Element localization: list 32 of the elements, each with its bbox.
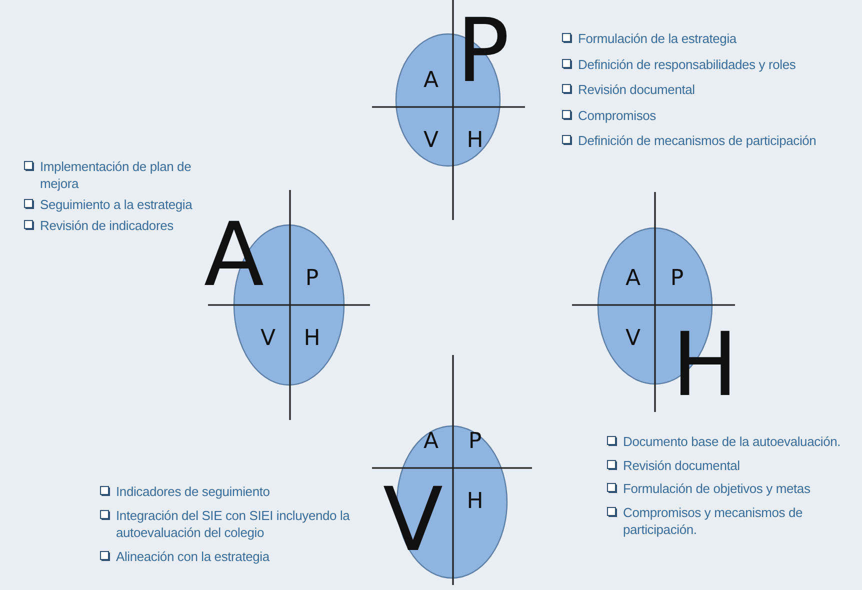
quadrant-letter: V bbox=[423, 130, 439, 152]
list-item-text: Formulación de la estrategia bbox=[578, 30, 736, 47]
quadrant-letter: H bbox=[304, 328, 320, 350]
list-item-text: Revisión de indicadores bbox=[40, 217, 174, 234]
quadrant-circle bbox=[372, 0, 525, 220]
quadrant-letter: H bbox=[466, 491, 484, 513]
list-item-text: Revisión documental bbox=[623, 456, 740, 474]
quadrant-letter: P bbox=[670, 268, 684, 290]
list-item-text: Formulación de objetivos y metas bbox=[623, 480, 810, 497]
list-item-text: Integración del SIE con SIEI incluyendo la autoevaluación del colegio bbox=[116, 507, 350, 541]
quadrant-letter: A bbox=[423, 70, 439, 92]
list-item-text: Seguimiento a la estrategia bbox=[40, 196, 192, 213]
list-item-text: Implementación de plan de mejora bbox=[40, 158, 192, 192]
quadrant-letter: P bbox=[305, 268, 319, 290]
list-item-text: Revisión documental bbox=[578, 81, 695, 98]
quadrant-letter: V bbox=[260, 328, 276, 350]
quadrant-circle bbox=[372, 355, 532, 585]
quadrant-letter: A bbox=[625, 268, 641, 290]
quadrant-letter: V bbox=[625, 328, 641, 350]
quadrant-letter: A bbox=[423, 431, 439, 453]
list-item-text: Alineación con la estrategia bbox=[116, 548, 270, 565]
quadrant-letter: H bbox=[466, 130, 484, 152]
quadrant-circle bbox=[572, 192, 735, 412]
list-item-text: Compromisos bbox=[578, 106, 656, 124]
list-item-text: Indicadores de seguimiento bbox=[116, 483, 270, 500]
list-item-text: Compromisos y mecanismos de participación. bbox=[623, 504, 804, 538]
list-item-text: Definición de responsabilidades y roles bbox=[578, 56, 796, 72]
list-item-text: Documento base de la autoevaluación. bbox=[623, 433, 841, 450]
list-item-text: Definición de mecanismos de participación bbox=[578, 132, 816, 149]
quadrant-letter: P bbox=[468, 431, 482, 453]
large-letter: V bbox=[382, 476, 444, 564]
large-letter: H bbox=[672, 321, 738, 409]
